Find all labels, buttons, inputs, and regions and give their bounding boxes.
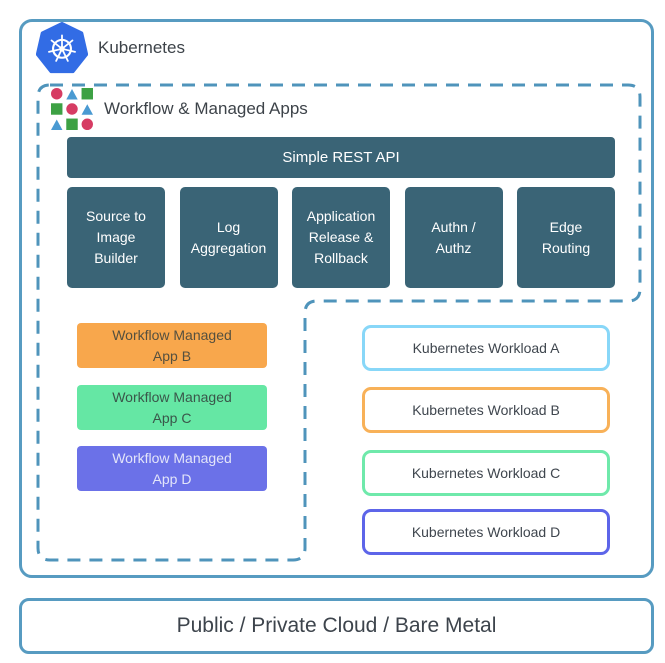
rest-api-bar: Simple REST API	[67, 137, 615, 178]
service-box-source-to-image-builder: Source to Image Builder	[67, 187, 165, 288]
kubernetes-container	[19, 19, 654, 578]
shape-square	[66, 118, 78, 130]
managed-app-c-box: Workflow Managed App C	[77, 385, 267, 430]
shape-triangle	[51, 119, 63, 130]
shape-triangle	[66, 88, 78, 100]
service-box-authn-authz: Authn / Authz	[404, 187, 503, 288]
kubernetes-header: Kubernetes	[36, 21, 185, 75]
shape-triangle	[81, 104, 93, 115]
workload-c-box: Kubernetes Workload C	[362, 450, 610, 496]
workload-d-box: Kubernetes Workload D	[362, 509, 610, 555]
shape-circle	[81, 118, 93, 130]
service-box-edge-routing: Edge Routing	[517, 187, 615, 288]
shape-circle	[66, 103, 78, 115]
service-box-application-release-rollback: Application Release & Rollback	[292, 187, 390, 288]
workflow-apps-header: Workflow & Managed Apps	[50, 88, 308, 130]
workflow-apps-shapes-icon	[51, 88, 93, 130]
workload-b-box: Kubernetes Workload B	[362, 387, 610, 433]
service-box-log-aggregation: Log Aggregation	[179, 187, 278, 288]
shape-circle	[51, 88, 63, 100]
workload-a-box: Kubernetes Workload A	[362, 325, 610, 371]
shape-square	[51, 103, 63, 115]
managed-app-b-box: Workflow Managed App B	[77, 323, 267, 368]
shape-square	[81, 88, 93, 100]
kubernetes-label: Kubernetes	[98, 38, 185, 57]
managed-app-d-box: Workflow Managed App D	[77, 446, 267, 491]
helm-wheel-hub	[59, 46, 65, 52]
kubernetes-logo-icon	[36, 22, 88, 74]
infrastructure-box: Public / Private Cloud / Bare Metal	[19, 598, 654, 654]
workflow-apps-label: Workflow & Managed Apps	[104, 99, 308, 118]
services-row: Source to Image Builder Log Aggregation …	[67, 187, 615, 288]
